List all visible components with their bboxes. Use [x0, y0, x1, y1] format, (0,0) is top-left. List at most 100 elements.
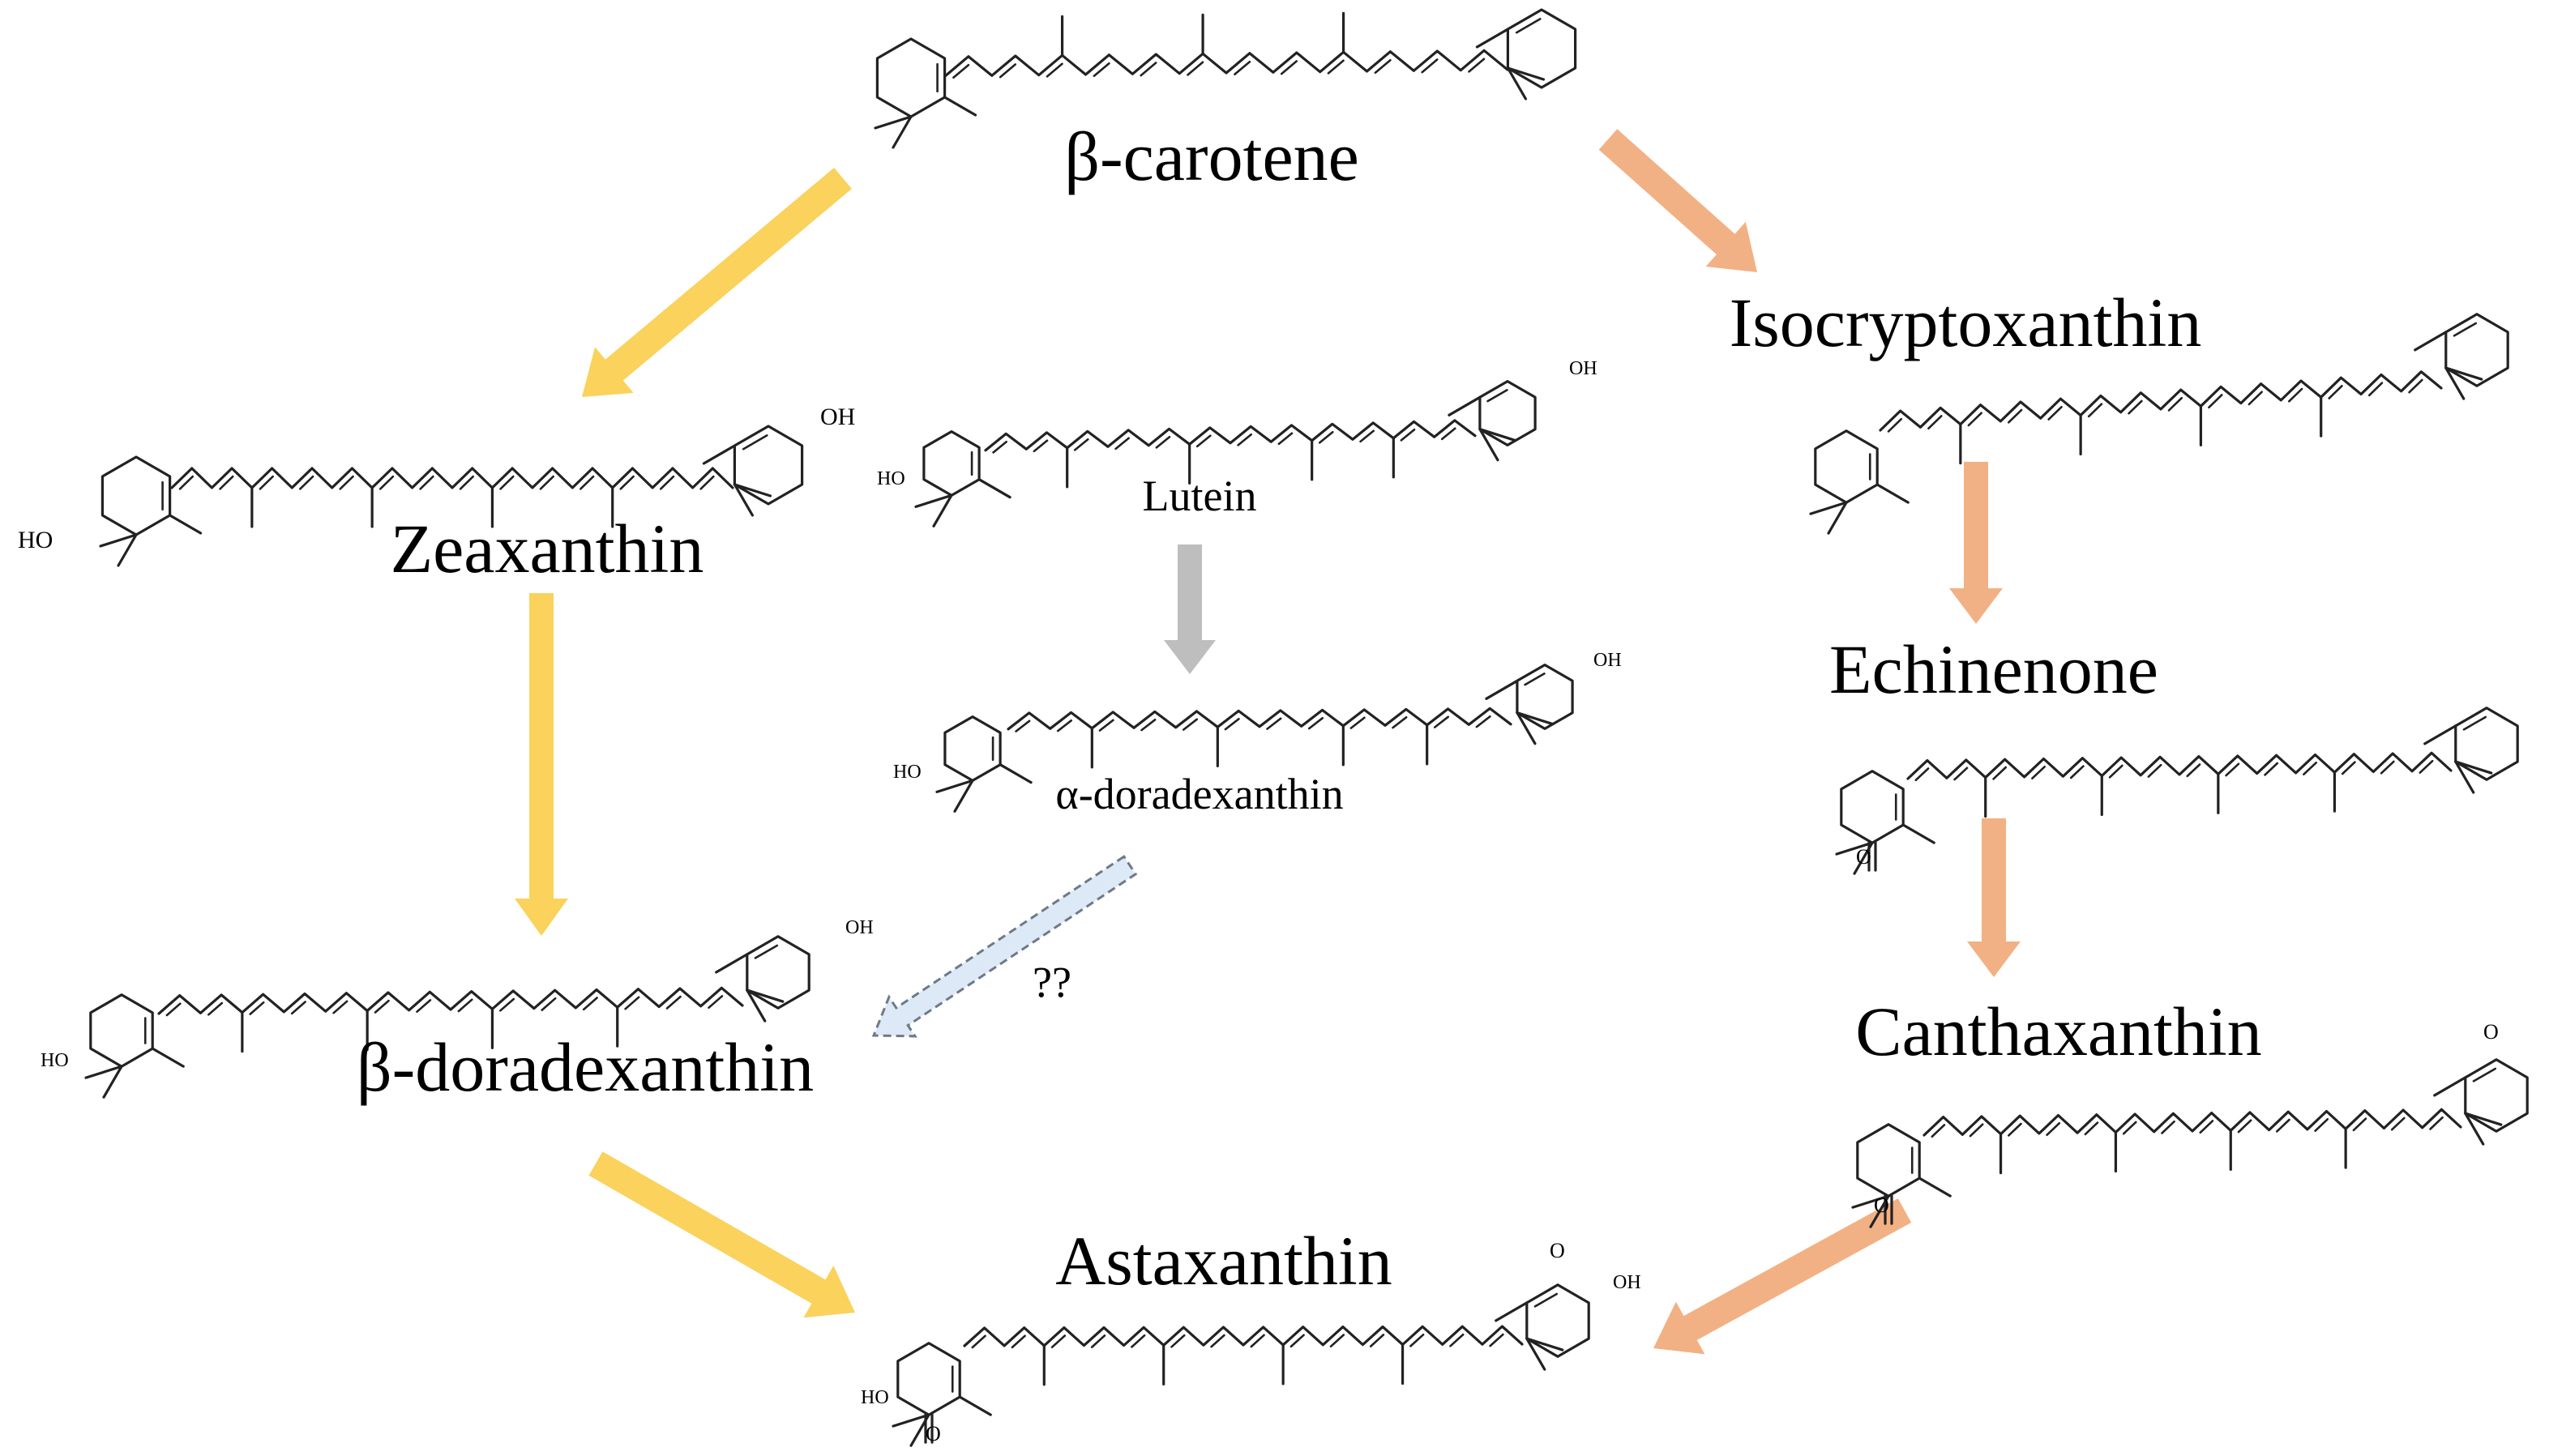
- double-bond: [1327, 59, 1345, 75]
- double-bond: [1011, 1334, 1026, 1349]
- double-bond: [659, 475, 675, 490]
- double-bond: [1400, 428, 1416, 442]
- double-bond: [457, 998, 473, 1013]
- label-echinenone: Echinenone: [1829, 630, 2158, 708]
- arrow-beta-carotene-to-isocryptoxanthin: [1598, 129, 1757, 272]
- cyclohexene-ring: [1856, 1123, 1921, 1198]
- double-bond: [2008, 1122, 2022, 1137]
- double-bond: [2167, 396, 2183, 412]
- double-bond: [1369, 1334, 1385, 1347]
- double-bond: [1374, 58, 1392, 74]
- methyl-group: [1506, 66, 1528, 100]
- double-bond: [416, 999, 432, 1013]
- methyl-group: [1516, 711, 1537, 745]
- double-bond: [1140, 718, 1157, 732]
- methyl-group: [935, 779, 974, 793]
- double-bond: [2352, 1117, 2367, 1132]
- atom-ho: HO: [41, 1050, 69, 1071]
- methyl-group: [914, 493, 953, 508]
- methyl-group: [168, 514, 203, 535]
- molecule-beta-carotene: [874, 8, 1577, 149]
- double-bond: [1093, 62, 1110, 77]
- double-bond: [1533, 1292, 1559, 1308]
- methyl-group: [733, 483, 755, 517]
- methyl-group: [1475, 28, 1510, 49]
- double-bond: [1421, 58, 1439, 74]
- double-bond: [1515, 18, 1542, 34]
- methyl-group: [1495, 1301, 1529, 1322]
- double-bond: [2462, 715, 2487, 731]
- atom-o: O: [926, 1422, 941, 1445]
- double-bond: [2303, 761, 2317, 776]
- double-bond: [2199, 1120, 2214, 1134]
- double-bond: [2046, 1122, 2061, 1136]
- double-bond: [374, 999, 390, 1014]
- double-bond: [1195, 434, 1212, 448]
- compound-labels: β-carotene Isocryptoxanthin Zeaxanthin L…: [357, 117, 2262, 1300]
- double-bond: [2208, 394, 2223, 409]
- double-bond: [419, 475, 434, 490]
- cyclohexene-ring: [101, 455, 172, 536]
- double-bond: [539, 475, 555, 490]
- polyene-chain: [157, 986, 744, 1015]
- arrow-zeaxanthin-to-beta-doradexanthin: [515, 593, 568, 936]
- double-bond: [1280, 60, 1298, 75]
- double-bond: [1237, 433, 1252, 446]
- double-bond: [498, 997, 515, 1012]
- methyl-group: [2454, 760, 2493, 775]
- double-bond: [1449, 1333, 1465, 1347]
- cyclohexene-ring: [1506, 8, 1577, 89]
- methyl-group: [1478, 428, 1517, 442]
- double-bond: [178, 475, 195, 490]
- double-bond: [1392, 715, 1408, 729]
- label-zeaxanthin: Zeaxanthin: [391, 510, 704, 587]
- atom-o: O: [1550, 1239, 1565, 1262]
- pathway-arrows: [515, 129, 2021, 1355]
- methyl-group: [1516, 711, 1555, 726]
- polyene-chain: [1922, 1108, 2462, 1137]
- methyl-group: [2464, 1112, 2485, 1146]
- label-lutein: Lutein: [1143, 472, 1257, 520]
- double-bond: [1098, 719, 1114, 732]
- double-bond: [290, 1001, 306, 1015]
- double-bond: [1234, 60, 1251, 75]
- double-bond: [249, 1001, 265, 1015]
- molecule-structures: [84, 8, 2529, 1447]
- double-bond: [1468, 58, 1486, 73]
- polyene-chain: [984, 419, 1477, 452]
- atom-oh: OH: [845, 917, 874, 938]
- polyene-chain: [943, 49, 1509, 78]
- double-bond: [708, 995, 724, 1009]
- double-bond: [2087, 403, 2103, 418]
- methyl-group: [99, 533, 138, 548]
- double-bond: [1277, 432, 1294, 446]
- methyl-group: [2433, 1076, 2467, 1097]
- methyl-group: [102, 1065, 123, 1099]
- methyl-group: [715, 953, 749, 974]
- methyl-group: [1875, 483, 1910, 504]
- double-bond: [2288, 387, 2303, 403]
- atom-ho: HO: [861, 1387, 889, 1408]
- methyl-group: [2423, 724, 2457, 745]
- double-bond: [1182, 718, 1198, 731]
- methyl-group: [746, 988, 785, 1003]
- label-beta-doradexanthin: β-doradexanthin: [357, 1028, 814, 1106]
- double-bond: [2367, 382, 2384, 397]
- molecule-zeaxanthin: [99, 425, 804, 567]
- polyene-chain: [1906, 751, 2453, 780]
- double-bond: [2225, 762, 2240, 777]
- methyl-group: [2444, 366, 2483, 381]
- double-bond: [219, 475, 234, 490]
- label-astaxanthin: Astaxanthin: [1055, 1222, 1392, 1300]
- cyclohexene-ring: [89, 993, 154, 1068]
- double-bond: [1155, 435, 1171, 449]
- double-bond: [582, 997, 598, 1011]
- molecule-canthaxanthin: [1851, 1058, 2529, 1228]
- double-bond: [1318, 430, 1334, 444]
- double-bond: [1210, 1334, 1225, 1348]
- arrow-isocryptoxanthin-to-echinenone: [1949, 462, 2003, 624]
- double-bond: [2108, 764, 2123, 779]
- double-bond: [1266, 717, 1282, 730]
- cyclohexene-ring: [1814, 429, 1879, 504]
